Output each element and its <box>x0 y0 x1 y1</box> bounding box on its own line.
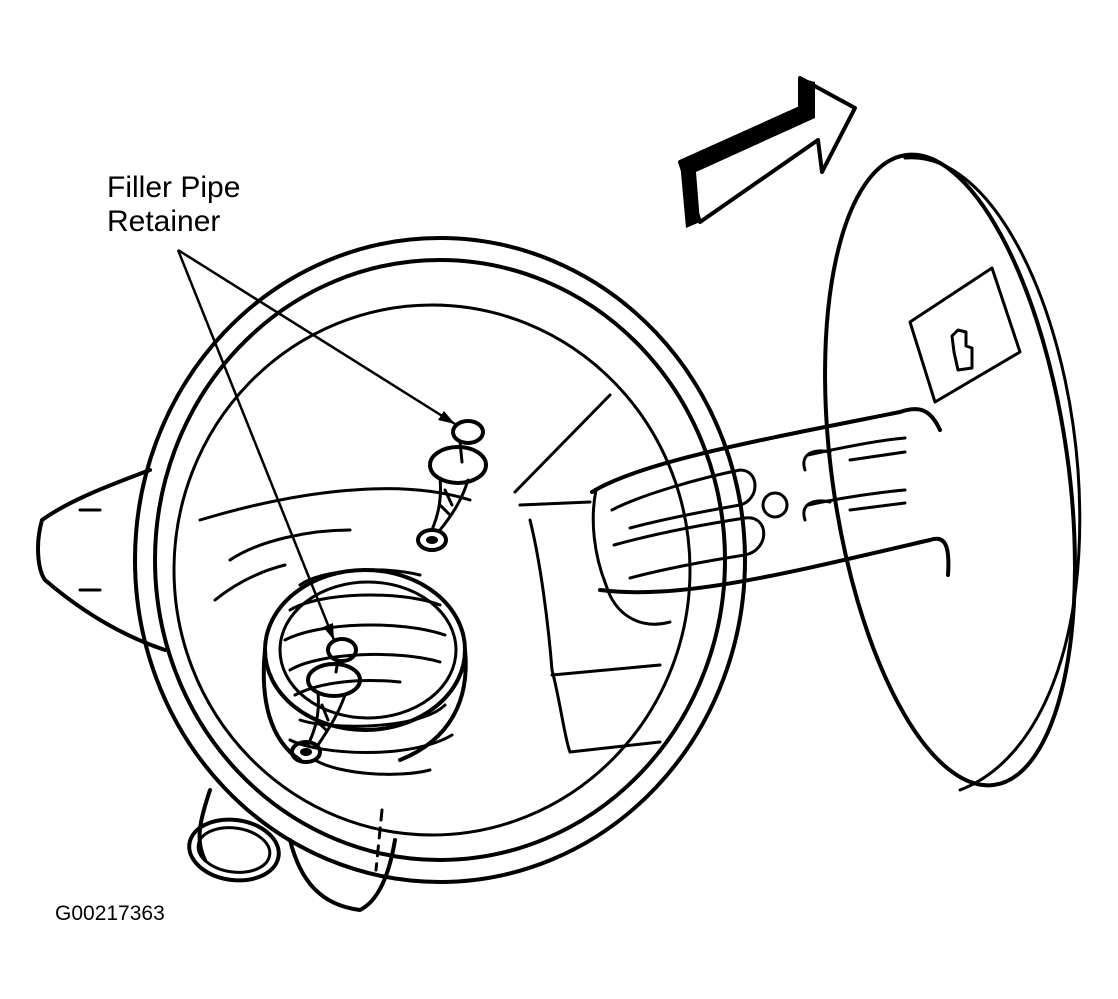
leader-upper <box>177 248 456 426</box>
lower-retainer <box>290 637 362 764</box>
callout-leaders <box>176 248 456 641</box>
leader-lower <box>176 249 336 641</box>
hinge-arm <box>590 407 951 626</box>
leader-upper-arrowhead <box>438 411 455 424</box>
fuel-door <box>823 152 1082 792</box>
upper-retainer <box>416 419 488 552</box>
leader-lower-arrowhead <box>323 623 334 640</box>
figure-id: G00217363 <box>55 902 165 925</box>
callout-label-line1: Filler Pipe <box>107 171 241 204</box>
filler-housing <box>36 236 747 912</box>
direction-arrow <box>678 76 857 228</box>
callout-label-line2: Retainer <box>107 205 221 238</box>
filler-neck <box>213 528 468 776</box>
